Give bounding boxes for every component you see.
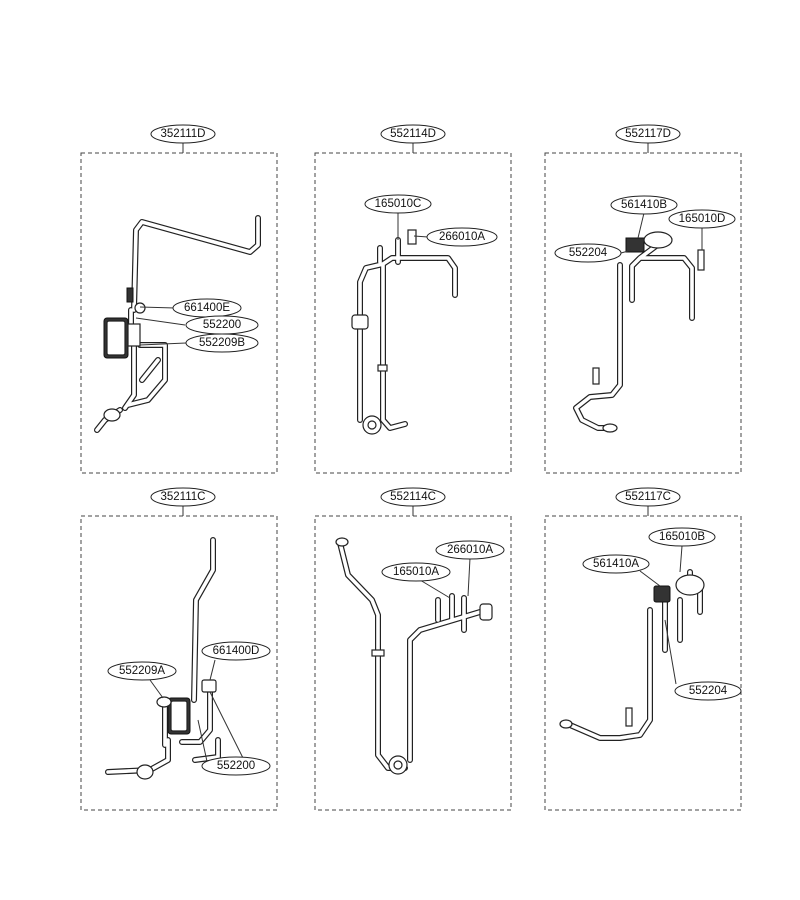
callout-tag[interactable] — [674, 681, 742, 701]
panel-title: 352111D — [161, 128, 206, 140]
callout-tag[interactable] — [364, 194, 432, 214]
panel-title-tag[interactable] — [380, 487, 446, 507]
panel-552117C: 552117C 165010B 561410A 552204 — [544, 487, 742, 811]
callout-label: 552209A — [119, 665, 165, 677]
pipe-assembly-drawing — [573, 231, 705, 433]
callout-tag[interactable] — [668, 209, 736, 229]
callout-label: 266010A — [439, 231, 485, 243]
callout-label: 266010A — [447, 544, 493, 556]
panel-552117D: 552117D 561410B 165010D 552204 — [544, 124, 742, 474]
panel-frame — [544, 515, 742, 811]
panel-552114C: 552114C 165010A 266010A — [314, 487, 512, 811]
panel-352111C: 352111C 552209A 661400D 552200 — [80, 487, 278, 811]
callout-label: 661400D — [213, 645, 260, 657]
panel-title-tag[interactable] — [615, 487, 681, 507]
callout-tag[interactable] — [582, 554, 650, 574]
pipe-assembly-drawing — [105, 537, 221, 780]
panel-frame — [544, 152, 742, 474]
panel-552114D: 552114D 165010C 266010A — [314, 124, 512, 474]
callout-label: 552209B — [199, 337, 245, 349]
callout-tag[interactable] — [201, 641, 271, 661]
callout-label: 552200 — [203, 319, 241, 331]
callout-tag[interactable] — [435, 540, 505, 560]
callout-label: 552204 — [569, 247, 608, 259]
panel-title: 552117C — [625, 491, 671, 503]
callout-tag[interactable] — [554, 243, 622, 263]
pipe-assembly-drawing — [335, 537, 493, 775]
callout-label: 165010B — [659, 531, 705, 543]
panel-title: 552114D — [390, 128, 436, 140]
pipe-assembly-drawing — [351, 229, 458, 435]
panel-frame — [80, 515, 278, 811]
panel-title: 552114C — [390, 491, 436, 503]
panel-352111D: 352111D 661400E 552200 552209B — [80, 124, 278, 474]
callout-label: 165010C — [375, 198, 422, 210]
callout-tag[interactable] — [381, 562, 451, 582]
callout-label: 552200 — [217, 760, 255, 772]
callout-tag[interactable] — [107, 661, 177, 681]
callout-label: 165010A — [393, 566, 439, 578]
pipe-assembly-drawing — [559, 569, 705, 741]
panel-frame — [80, 152, 278, 474]
panel-title: 552117D — [625, 128, 671, 140]
panel-title-tag[interactable] — [380, 124, 446, 144]
callout-tag[interactable] — [426, 227, 498, 247]
callout-label: 561410B — [621, 199, 667, 211]
callout-label: 561410A — [593, 558, 639, 570]
pipe-assembly-drawing — [94, 215, 261, 433]
callout-tag[interactable] — [201, 756, 271, 776]
panel-title-tag[interactable] — [150, 124, 216, 144]
callout-tag[interactable] — [648, 527, 716, 547]
callout-label: 552204 — [689, 685, 728, 697]
panel-title: 352111C — [161, 491, 206, 503]
callout-label: 165010D — [679, 213, 726, 225]
panel-title-tag[interactable] — [150, 487, 216, 507]
callout-tag[interactable] — [610, 195, 678, 215]
callout-label: 661400E — [184, 302, 230, 314]
panel-title-tag[interactable] — [615, 124, 681, 144]
callout-tag[interactable] — [185, 333, 259, 353]
